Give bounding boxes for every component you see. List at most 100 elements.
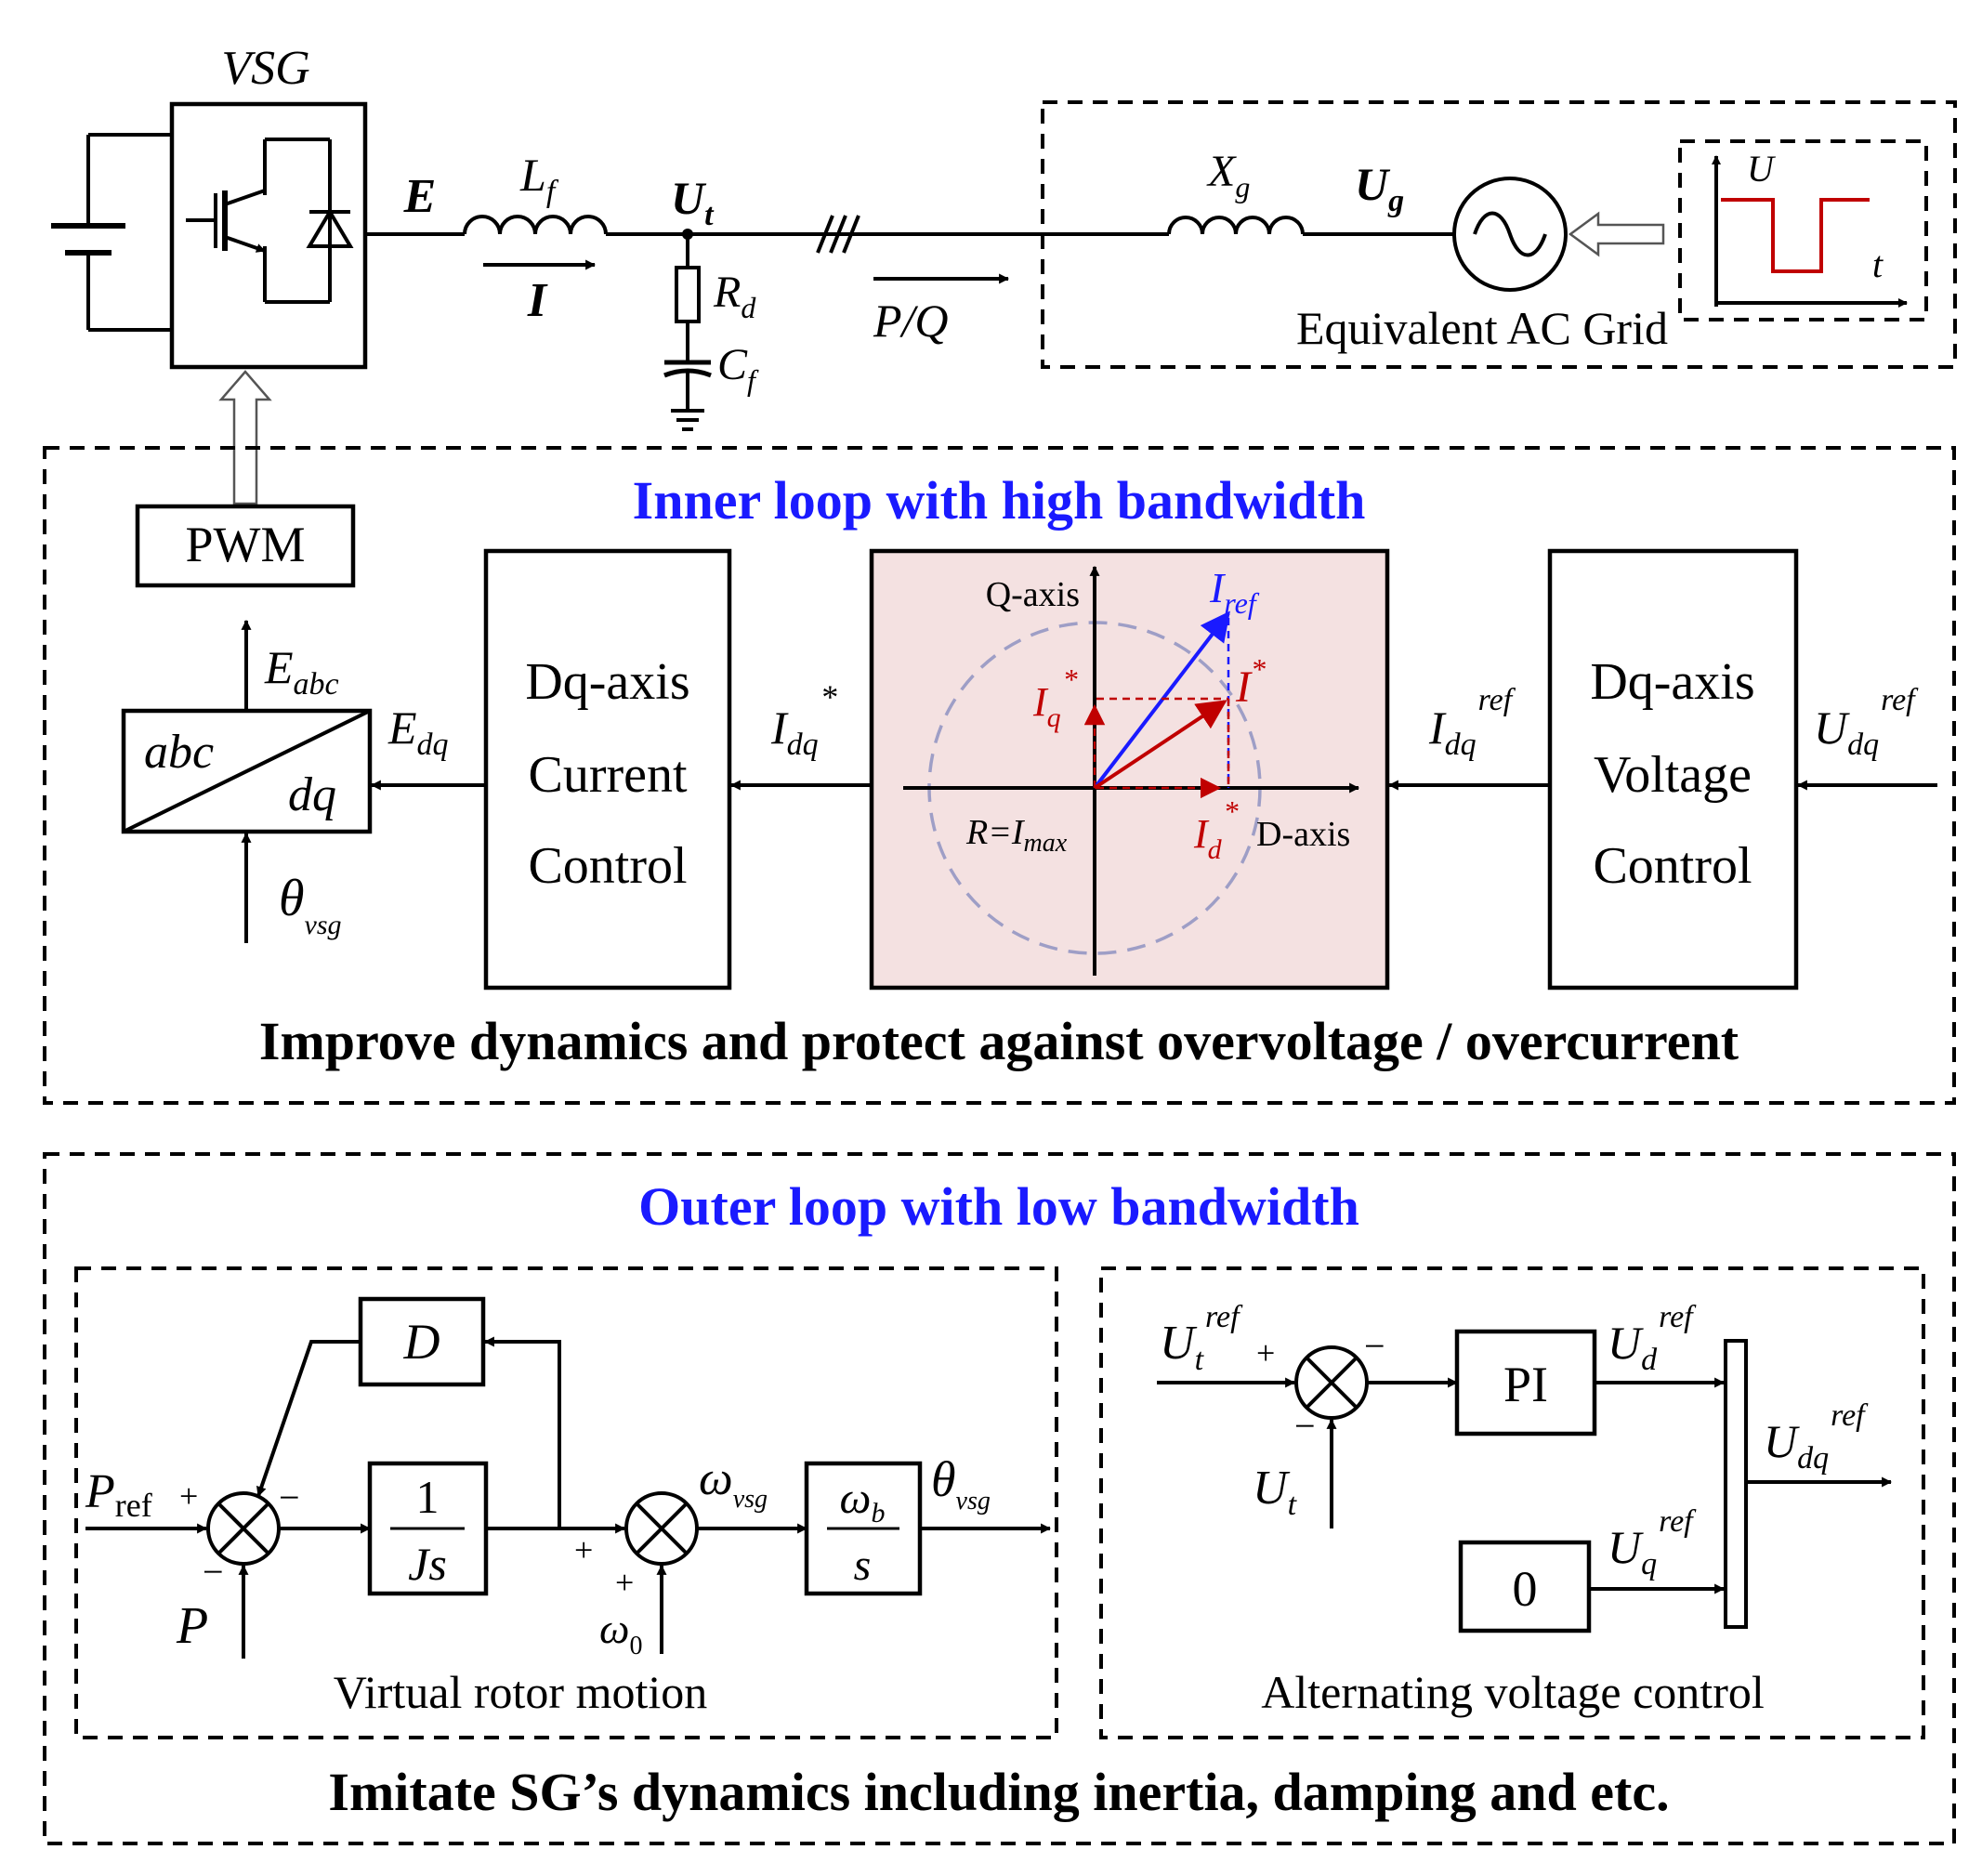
damping-label: D <box>403 1314 440 1370</box>
ut-ref-label: Utref <box>1160 1300 1243 1377</box>
d-axis-label: D-axis <box>1256 815 1350 854</box>
theta-vsg-label: θvsg <box>279 870 342 940</box>
vsg-label: VSG <box>221 42 309 95</box>
q-axis-label: Q-axis <box>986 575 1080 614</box>
ac-source-icon <box>1452 177 1568 292</box>
integrator-denominator: s <box>854 1541 872 1590</box>
p-minus-sign: − <box>203 1551 224 1593</box>
i-star-label: I* <box>1235 652 1266 712</box>
hollow-up-arrow-icon <box>218 370 272 505</box>
theta-out-label: θvsg <box>931 1451 991 1515</box>
ut-feedback-label: Ut <box>1253 1462 1298 1522</box>
inductor-lf-icon <box>463 215 608 235</box>
damping-block <box>358 1296 486 1387</box>
transform-dq-label: dq <box>288 768 336 821</box>
outer-loop: Outer loop with low bandwidth Imitate SG… <box>43 1152 1956 1845</box>
iref-vector <box>1093 610 1230 790</box>
rotor-caption: Virtual rotor motion <box>334 1666 708 1718</box>
ug-label: Ug <box>1355 158 1404 218</box>
summer2-plus-bottom: + <box>615 1564 634 1601</box>
igbt-diode-icon <box>186 138 354 304</box>
ut-ref-plus: + <box>1256 1334 1275 1371</box>
ut-label: Ut <box>671 172 715 232</box>
t-axis-label: t <box>1872 243 1884 285</box>
current-control-line1: Dq-axis <box>525 653 689 711</box>
inertia-denominator: Js <box>408 1538 447 1590</box>
iref-label: Iref <box>1209 564 1260 620</box>
id-star-label: Id* <box>1193 794 1239 865</box>
voltage-dip-waveform <box>1721 198 1870 273</box>
inner-loop-box <box>43 446 1956 1105</box>
zero-label: 0 <box>1513 1561 1538 1617</box>
summer2-plus-left: + <box>574 1531 593 1568</box>
grid-caption: Equivalent AC Grid <box>1296 302 1668 354</box>
edq-label: Edq <box>387 702 449 762</box>
summer3-minus-bottom: − <box>1294 1405 1316 1447</box>
pwm-box <box>135 504 356 588</box>
zero-block <box>1458 1540 1592 1633</box>
current-control-line2: Current <box>528 746 688 804</box>
current-control-line3: Control <box>528 837 687 895</box>
cf-label: Cf <box>717 340 759 397</box>
voltage-control-box <box>1547 548 1799 990</box>
u-axis-label: U <box>1747 148 1777 190</box>
outer-loop-title: Outer loop with low bandwidth <box>638 1176 1359 1237</box>
hollow-left-arrow-icon <box>1568 211 1665 257</box>
ud-ref-label: Udref <box>1608 1300 1697 1377</box>
inner-loop-caption: Improve dynamics and protect against ove… <box>259 1011 1739 1071</box>
uq-ref-label: Uqref <box>1608 1504 1697 1581</box>
voltage-control-line2: Voltage <box>1594 746 1752 804</box>
three-phase-ticks <box>816 215 860 254</box>
pwm-label: PWM <box>185 517 305 572</box>
integrator-numerator: ωb <box>840 1474 886 1528</box>
outer-loop-caption: Imitate SG’s dynamics including inertia,… <box>328 1762 1669 1822</box>
i-label: I <box>527 274 548 327</box>
idq-ref-label: Idqref <box>1428 683 1516 762</box>
e-label: E <box>403 170 437 223</box>
eabc-label: Eabc <box>264 641 339 702</box>
pref-label: Pref <box>85 1465 152 1524</box>
udq-ref-out-label: Udqref <box>1764 1398 1869 1476</box>
inner-loop-title: Inner loop with high bandwidth <box>633 470 1366 531</box>
xg-label: Xg <box>1206 147 1250 203</box>
voltage-control-subbox <box>1099 1266 1925 1739</box>
iq-star-label: Iq* <box>1032 663 1078 733</box>
pq-label: P/Q <box>873 295 949 347</box>
radius-label: R=Imax <box>965 813 1068 858</box>
current-limiter-box <box>869 548 1390 990</box>
udq-ref-input-label: Udqref <box>1814 683 1919 762</box>
voltage-caption: Alternating voltage control <box>1261 1666 1765 1718</box>
voltage-step-box <box>1678 139 1928 321</box>
filter-branch <box>663 234 712 431</box>
summer-2-icon <box>624 1491 699 1566</box>
voltage-control-line1: Dq-axis <box>1590 653 1754 711</box>
transform-diagonal <box>123 709 371 833</box>
idq-star-label: Idq* <box>770 678 837 762</box>
transform-abc-label: abc <box>144 726 214 779</box>
grid-box <box>1041 100 1957 369</box>
dc-battery-icon <box>51 133 172 332</box>
lf-label: Lf <box>519 149 559 209</box>
inductor-xg-icon <box>1167 216 1305 235</box>
inner-loop: Inner loop with high bandwidth Improve d… <box>43 446 1956 1105</box>
voltage-control-line3: Control <box>1593 837 1752 895</box>
omega0-label: ω0 <box>599 1605 642 1660</box>
i-star-vector <box>1093 700 1227 790</box>
vsg-inverter-box <box>169 101 368 370</box>
current-control-box <box>483 548 732 990</box>
summer3-minus-top: − <box>1364 1325 1385 1367</box>
damping-feedback-out <box>256 1340 361 1498</box>
damping-feedback-in <box>483 1336 561 1528</box>
pi-label: PI <box>1503 1357 1548 1412</box>
omega-vsg-label: ωvsg <box>699 1452 768 1514</box>
rd-label: Rd <box>713 268 756 324</box>
virtual-rotor-box <box>74 1266 1058 1739</box>
outer-loop-box <box>43 1152 1956 1845</box>
pref-plus-sign: + <box>179 1477 198 1515</box>
inertia-numerator: 1 <box>416 1471 440 1523</box>
damping-minus-sign: − <box>279 1476 300 1518</box>
p-label: P <box>176 1597 208 1655</box>
power-stage: VSG E Lf I Ut <box>51 42 1957 588</box>
summer-3-icon <box>1294 1345 1369 1420</box>
